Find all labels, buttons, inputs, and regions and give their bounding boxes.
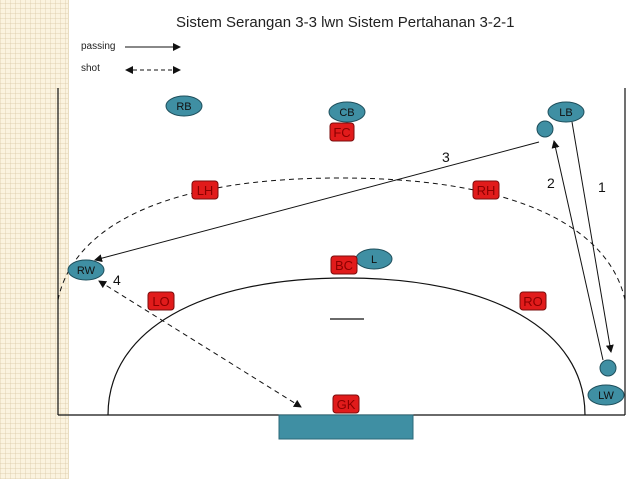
ball-marker-lw: [599, 359, 617, 377]
defender-ro: RO: [519, 291, 547, 311]
ball-marker-lb: [536, 120, 554, 138]
sequence-number-2: 2: [547, 175, 555, 191]
attacker-rb-label: RB: [176, 101, 191, 113]
attacker-l-label: L: [371, 254, 377, 266]
defender-bc: BC: [330, 255, 358, 275]
decorative-side-stripe: [0, 0, 69, 479]
goal-area-line: [107, 277, 586, 416]
defender-lh: LH: [191, 180, 219, 200]
defender-gk: GK: [332, 394, 360, 414]
pass-arrow-2: [551, 140, 604, 361]
goal: [278, 414, 414, 440]
pass-arrow-1: [571, 121, 614, 353]
defender-fc: FC: [329, 122, 355, 142]
defender-rh-label: RH: [477, 183, 496, 198]
defender-lo-label: LO: [152, 294, 169, 309]
free-throw-line: [57, 177, 626, 301]
defender-fc-label: FC: [333, 125, 350, 140]
attacker-rw-label: RW: [77, 265, 96, 277]
attacker-cb: CB: [328, 101, 366, 123]
defender-ro-label: RO: [523, 294, 543, 309]
defender-bc-label: BC: [335, 258, 353, 273]
defender-lo: LO: [147, 291, 175, 311]
attacker-lb-label: LB: [559, 107, 572, 119]
sequence-number-3: 3: [442, 149, 450, 165]
attacker-rw: RW: [67, 259, 105, 281]
legend-shot-label: shot: [81, 63, 100, 74]
defender-rh: RH: [472, 180, 500, 200]
defender-gk-label: GK: [337, 397, 356, 412]
attacker-lw: LW: [587, 384, 625, 406]
attacker-lb: LB: [547, 101, 585, 123]
attacker-cb-label: CB: [339, 107, 354, 119]
attacker-rb: RB: [165, 95, 203, 117]
pass-arrow-3: [94, 141, 540, 263]
sequence-number-4: 4: [113, 272, 121, 288]
defender-lh-label: LH: [197, 183, 214, 198]
diagram-title: Sistem Serangan 3-3 lwn Sistem Pertahana…: [176, 14, 515, 31]
shot-arrow-4: [98, 280, 302, 408]
sequence-number-1: 1: [598, 179, 606, 195]
legend-passing-label: passing: [81, 41, 116, 52]
attacker-l: L: [355, 248, 393, 270]
attacker-lw-label: LW: [598, 390, 614, 402]
